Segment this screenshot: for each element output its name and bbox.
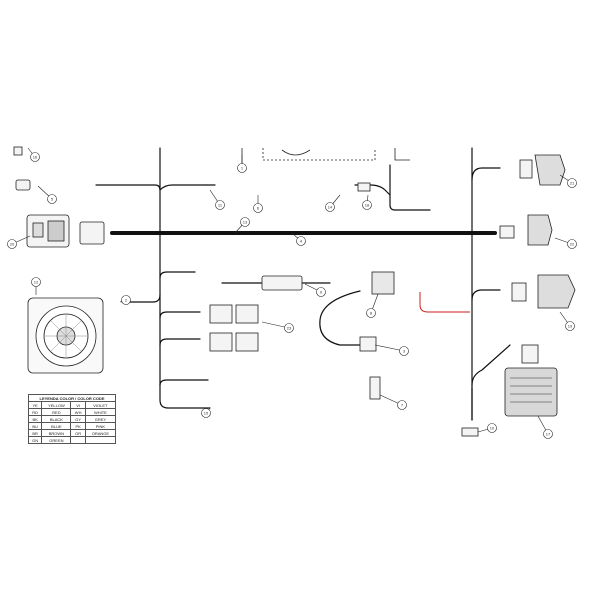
relay-4 xyxy=(235,332,259,352)
callout-circle xyxy=(325,202,335,212)
callout-number: 22 xyxy=(570,242,575,247)
callout-number: 14 xyxy=(328,205,333,210)
voltage-regulator xyxy=(504,367,558,417)
callout-number: 2 xyxy=(125,298,128,303)
relay-3 xyxy=(209,332,233,352)
callout-number: 15 xyxy=(204,411,209,416)
resistor-module xyxy=(261,275,303,291)
callout-circle xyxy=(362,200,372,210)
spark-plug xyxy=(369,376,381,400)
callout-number: 21 xyxy=(570,181,575,186)
callout-circle xyxy=(7,239,17,249)
callout-number: 13 xyxy=(243,220,248,225)
left-trunk xyxy=(159,147,211,409)
callout-circle xyxy=(567,239,577,249)
legend-title: LEYENDA COLOR / COLOR CODE xyxy=(28,394,116,402)
relay-1 xyxy=(209,304,233,324)
map-sensor xyxy=(537,274,576,309)
callout-circle xyxy=(31,277,41,287)
callout-circle xyxy=(237,163,247,173)
callout-circle xyxy=(201,408,211,418)
callout-number: 10 xyxy=(490,426,495,431)
callout-circle xyxy=(543,429,553,439)
callout-number: 7 xyxy=(401,403,404,408)
callout-number: 3 xyxy=(403,349,406,354)
callout-circle xyxy=(284,323,294,333)
callout-circle xyxy=(240,217,250,227)
callout-number: 1 xyxy=(241,166,244,171)
callout-number: 17 xyxy=(546,432,551,437)
callout-number: 8 xyxy=(370,311,373,316)
callout-number: 4 xyxy=(300,239,303,244)
throttle-sensor xyxy=(527,214,553,246)
callout-number: 11 xyxy=(218,203,223,208)
callout-number: 19 xyxy=(568,324,573,329)
callout-circle xyxy=(316,287,326,297)
callout-circle xyxy=(47,194,57,204)
callout-circle xyxy=(399,346,409,356)
callout-circle xyxy=(30,152,40,162)
callout-number: 20 xyxy=(10,242,15,247)
callout-number: 12 xyxy=(34,280,39,285)
ignition-coil xyxy=(371,271,395,295)
callout-number: 9 xyxy=(320,290,323,295)
callout-number: 5 xyxy=(51,197,54,202)
callout-circle xyxy=(487,423,497,433)
fuel-injector xyxy=(359,336,377,352)
callout-number: 16 xyxy=(33,155,38,160)
cam-sensor xyxy=(534,154,566,186)
callout-circle xyxy=(296,236,306,246)
callout-circle xyxy=(565,321,575,331)
red-wire xyxy=(419,292,470,313)
callout-circle xyxy=(366,308,376,318)
callout-circle xyxy=(121,295,131,305)
callout-circle xyxy=(567,178,577,188)
callout-circle xyxy=(215,200,225,210)
callout-leader xyxy=(374,344,405,352)
callout-number: 23 xyxy=(287,326,292,331)
branch-13 xyxy=(389,164,431,211)
callout-circle xyxy=(397,400,407,410)
relay-2 xyxy=(235,304,259,324)
callout-circle xyxy=(253,203,263,213)
callout-number: 18 xyxy=(365,203,370,208)
callout-number: 6 xyxy=(257,206,260,211)
